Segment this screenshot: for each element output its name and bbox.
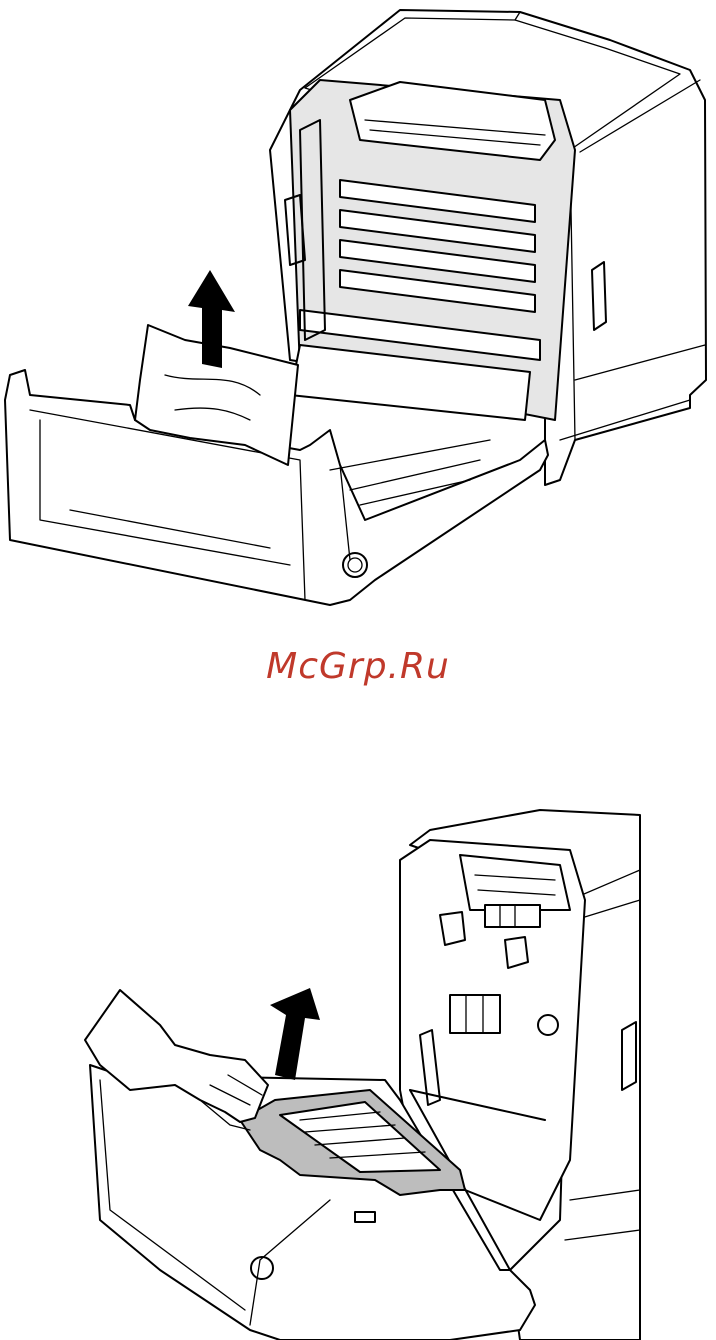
watermark-text: McGrp.Ru xyxy=(0,646,716,687)
transfer-belt-removal-illustration xyxy=(0,800,716,1340)
paper-jam-removal-illustration xyxy=(0,0,716,620)
right-latch xyxy=(505,937,528,968)
knob xyxy=(538,1015,558,1035)
printer-illustration-bottom xyxy=(0,800,716,1340)
lift-up-arrow xyxy=(270,988,320,1080)
printer-illustration-top xyxy=(0,0,716,620)
cover-latch xyxy=(355,1212,375,1222)
left-latch xyxy=(440,912,465,945)
fuser-label-block xyxy=(485,905,540,927)
label-panel xyxy=(450,995,500,1033)
